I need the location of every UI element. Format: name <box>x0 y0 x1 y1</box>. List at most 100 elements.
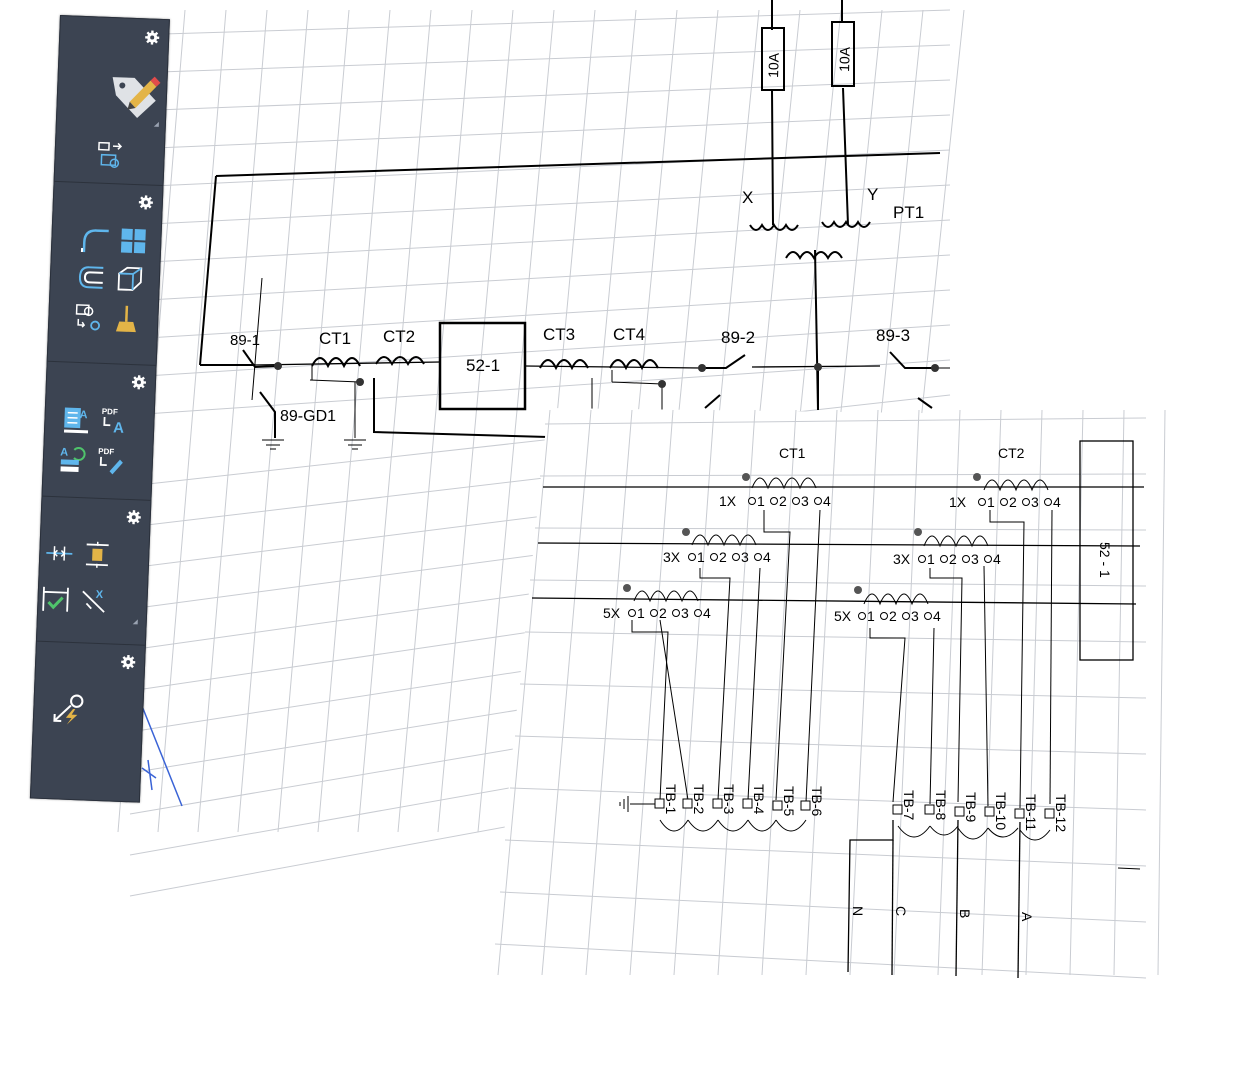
switch-label-89-3: 89-3 <box>876 326 910 345</box>
terminal-marker <box>672 609 680 617</box>
offset-curve-icon[interactable] <box>76 262 107 293</box>
terminal-marker <box>984 555 992 563</box>
terminal-number: 4 <box>993 551 1001 567</box>
terminal-marker <box>650 609 658 617</box>
terminal-marker <box>814 497 822 505</box>
terminal-marker <box>962 555 970 563</box>
terminal-marker <box>628 609 636 617</box>
grid-blocks-icon[interactable] <box>118 225 149 256</box>
terminal-number: 2 <box>719 549 727 565</box>
terminal-marker <box>754 553 762 561</box>
terminal-block-square <box>712 798 723 809</box>
phase-label: N <box>850 906 866 916</box>
ct-label-2: CT2 <box>383 327 415 346</box>
terminal-block-square <box>984 806 995 817</box>
terminal-number: 1 <box>637 605 645 621</box>
terminal-block-label: TB-11 <box>1023 794 1039 831</box>
compare-markup-icon[interactable] <box>95 139 126 170</box>
terminal-block-square <box>800 800 811 811</box>
terminal-block-label: TB-4 <box>751 784 767 815</box>
terminal-number: 2 <box>889 608 897 624</box>
terminal-marker <box>732 553 740 561</box>
switch-label-89-2: 89-2 <box>721 328 755 347</box>
terminal-marker <box>1000 498 1008 506</box>
tap-label: 1X <box>719 493 737 509</box>
terminal-marker <box>978 498 986 506</box>
dimension-check-icon[interactable] <box>40 584 71 615</box>
tap-label: 3X <box>663 549 681 565</box>
breaker-label-top: 52-1 <box>466 356 500 375</box>
terminal-number: 3 <box>741 549 749 565</box>
breaker-label-bottom: 52 - 1 <box>1097 542 1113 578</box>
terminal-block-label: TB-6 <box>809 786 825 817</box>
terminal-number: 1 <box>757 493 765 509</box>
terminal-marker <box>880 612 888 620</box>
terminal-number: 4 <box>763 549 771 565</box>
markup-tag-icon[interactable] <box>103 63 165 125</box>
palette-panel-markup <box>54 16 169 187</box>
terminal-block-label: TB-12 <box>1053 794 1069 832</box>
gear-icon[interactable] <box>125 509 142 526</box>
tap-label: 5X <box>603 605 621 621</box>
bottom-ct-dots <box>623 473 981 594</box>
terminal-block-square <box>682 798 693 809</box>
tap-label: 5X <box>834 608 852 624</box>
ct-label-4: CT4 <box>613 325 645 344</box>
breaker-52-1-block <box>1079 440 1134 661</box>
gear-icon[interactable] <box>131 374 148 391</box>
terminal-number: 3 <box>801 493 809 509</box>
fuse-1 <box>761 27 785 91</box>
dimension-space-icon[interactable] <box>82 539 113 570</box>
attribute-list-icon[interactable]: A <box>61 403 92 434</box>
pdf-edit-icon[interactable]: PDF <box>95 445 126 476</box>
pt-label: PT1 <box>893 203 924 222</box>
terminal-marker <box>792 497 800 505</box>
terminal-marker <box>694 609 702 617</box>
svg-text:PDF: PDF <box>98 447 114 457</box>
switch-label-89-1: 89-1 <box>230 332 260 349</box>
svg-text:A: A <box>79 409 87 421</box>
palette-panel-geometry <box>47 180 163 366</box>
dimension-break-icon[interactable] <box>44 538 75 569</box>
ct-label-3: CT3 <box>543 325 575 344</box>
terminal-number: 3 <box>681 605 689 621</box>
terminal-block-square <box>654 798 665 809</box>
switch-label-89-gd1: 89-GD1 <box>280 408 336 425</box>
terminal-block-square <box>1014 808 1025 819</box>
top-schematic-dots <box>274 362 939 388</box>
hatch-select-icon[interactable] <box>73 302 104 333</box>
gear-icon[interactable] <box>138 194 155 211</box>
terminal-number: 2 <box>949 551 957 567</box>
terminal-number: 4 <box>933 608 941 624</box>
gear-icon[interactable] <box>120 654 137 671</box>
terminal-block-label: TB-2 <box>691 784 707 815</box>
dimension-reassociate-icon[interactable]: X <box>78 585 109 616</box>
fuse-label-2: 10A <box>836 46 853 72</box>
terminal-number: 4 <box>823 493 831 509</box>
terminal-block-label: TB-5 <box>781 786 797 817</box>
terminal-marker <box>748 497 756 505</box>
3d-box-icon[interactable] <box>114 263 145 294</box>
terminal-block-square <box>954 806 965 817</box>
terminal-marker <box>858 612 866 620</box>
phase-label: B <box>957 909 973 918</box>
terminal-number: 3 <box>911 608 919 624</box>
terminal-block-label: TB-7 <box>901 790 917 821</box>
text-sync-icon[interactable]: A <box>57 443 88 474</box>
fillet-arc-icon[interactable] <box>80 224 111 255</box>
pt-y-label: Y <box>867 185 878 204</box>
terminal-block-label: TB-9 <box>963 792 979 823</box>
terminal-number: 2 <box>779 493 787 509</box>
electrical-connect-icon[interactable] <box>50 691 85 726</box>
sweep-brush-icon[interactable] <box>111 303 142 334</box>
gear-icon[interactable] <box>144 29 161 46</box>
terminal-marker <box>770 497 778 505</box>
terminal-block-label: TB-3 <box>721 784 737 815</box>
terminal-block-label: TB-1 <box>663 784 679 815</box>
terminal-number: 2 <box>659 605 667 621</box>
